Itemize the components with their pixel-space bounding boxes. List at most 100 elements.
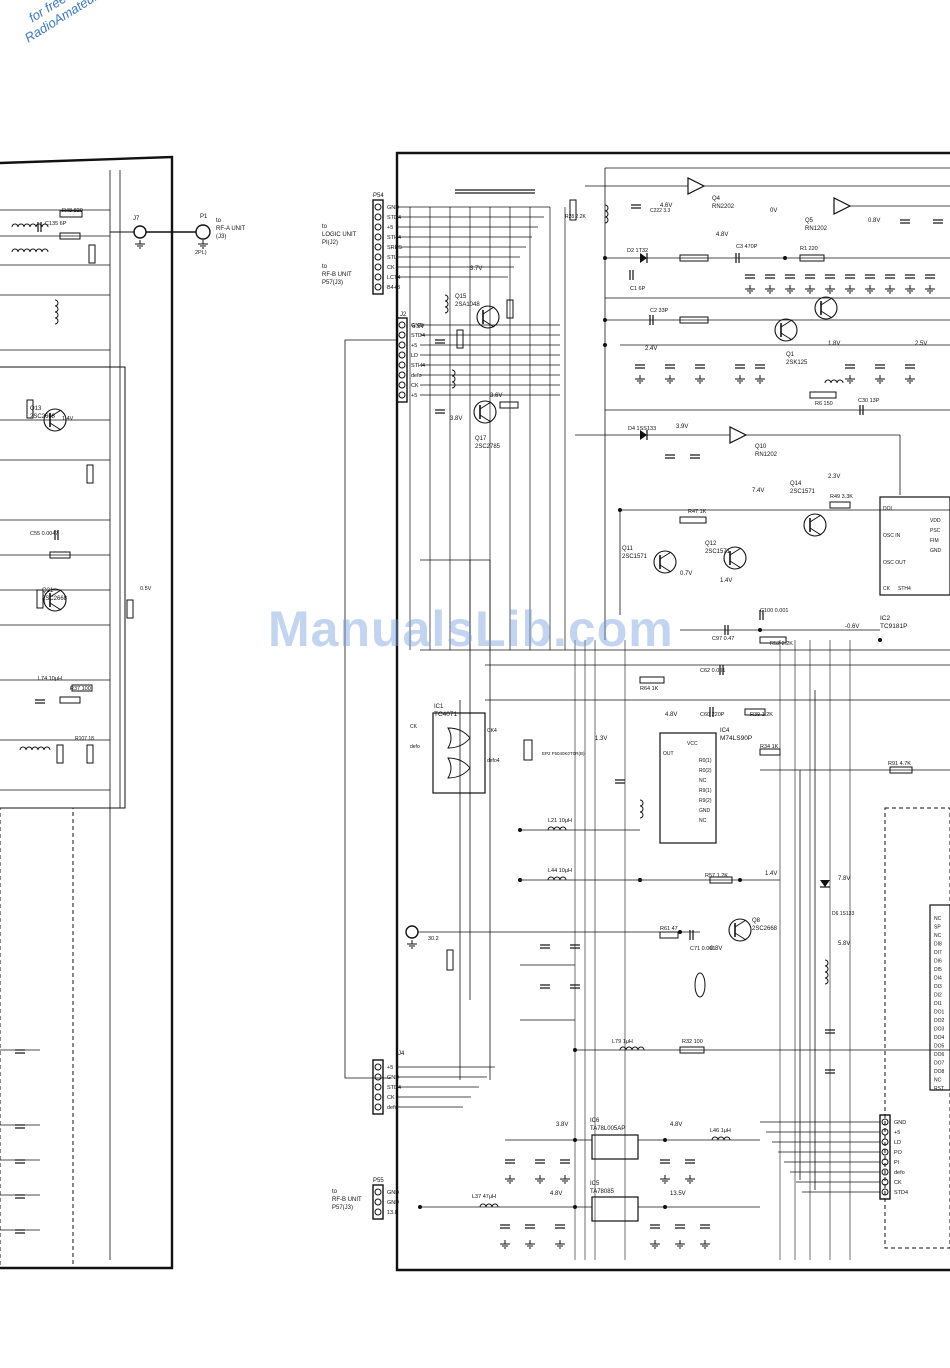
transistor-collector (781, 320, 792, 327)
v-left-2: 0.5V (140, 586, 152, 592)
p54-connector-pin (375, 254, 381, 260)
v-24: 2.4V (645, 346, 657, 352)
v-13: 1.3V (595, 736, 607, 742)
q13-ref: Q13 (30, 406, 42, 412)
D6-diode (820, 880, 830, 887)
v-0: 0V (770, 208, 777, 214)
R108 (87, 745, 93, 763)
j1-connector-pin-label: defo (894, 1170, 905, 1176)
ic1-pin: CK4 (487, 728, 497, 734)
rfa-j3: (J3) (216, 234, 226, 240)
P1-plug (196, 225, 210, 239)
j1-connector-pin-label: CK (894, 1180, 902, 1186)
q5-ref: Q5 (805, 218, 814, 224)
rfb-p57: P57(J3) (322, 280, 343, 286)
p55-connector-pin (375, 1209, 381, 1215)
v-36: 3.6V (490, 393, 502, 399)
transistor-emitter (821, 311, 832, 318)
ic2-pin: OSC IN (883, 533, 901, 539)
j2-connector-pin-label: STD4 (411, 333, 425, 339)
p55-connector-pin-label: GND (387, 1200, 399, 1206)
label-c30: C30 13P (858, 398, 880, 404)
p54-connector-pin-label: SRES (387, 245, 402, 251)
ic4-part: M74LS90P (720, 735, 752, 742)
label-c3: C3 470P (736, 244, 758, 250)
ic2-pin: VDD (930, 518, 941, 524)
right-ic-pin: RST (934, 1086, 944, 1092)
left-subpanel (0, 367, 125, 808)
rfb-unit: RF-B UNIT (322, 272, 352, 278)
q21-ref: Q21 (42, 588, 54, 594)
j4-connector-pin-label: +5 (387, 1065, 393, 1071)
p54-connector-pin-label: CK (387, 265, 395, 271)
p54-ref: P54 (373, 193, 384, 199)
ic1-part: TC4071 (434, 711, 458, 718)
transistor-collector (810, 515, 821, 522)
q15-ref: Q15 (455, 294, 467, 300)
R65 (447, 950, 453, 970)
Q17-transistor (474, 401, 496, 423)
v-39: 3.9V (676, 424, 688, 430)
ic4-pin: NC (699, 818, 707, 824)
q1-ref: Q1 (786, 352, 795, 358)
junction-dot (603, 318, 607, 322)
v-48b: 4.8V (665, 712, 677, 718)
right-ic-pin: DI3 (934, 984, 942, 990)
q10-ref: Q10 (755, 444, 767, 450)
R47 (680, 517, 706, 523)
label-c2: C2 33P (650, 308, 669, 314)
q13-part: 2SC2668 (30, 414, 56, 420)
v-79: 13.5V (670, 1191, 686, 1197)
ic4-pin: NC (699, 778, 707, 784)
v-06: -0.6V (845, 624, 859, 630)
j4-connector-pin-label: STD4 (387, 1085, 401, 1091)
j2-connector-body (397, 318, 407, 402)
j4-connector-pin (375, 1094, 381, 1100)
L74-res (60, 697, 80, 703)
rfa-unit: RF-A UNIT (216, 226, 246, 232)
junction-dot (738, 878, 742, 882)
label-r32: R32 100 (682, 1039, 703, 1045)
j4-connector-pin-label: defo (387, 1105, 398, 1111)
label-l46: L46 1μH (710, 1128, 731, 1134)
Q4-buffer (688, 178, 704, 194)
ic2-ref: IC2 (880, 615, 891, 622)
label-r61: R61 47 (660, 926, 678, 932)
ic2-pin: FIM (930, 538, 939, 544)
junction-dot (518, 878, 522, 882)
q1-part: 2SK125 (786, 360, 808, 366)
p54-connector-pin (375, 274, 381, 280)
label-l37: L37 47μH (472, 1194, 496, 1200)
right-ic-pin: DI8 (934, 942, 942, 948)
ic4-pin: VCC (687, 741, 698, 747)
label-r52: R52 2.2K (770, 641, 793, 647)
junction-dot (678, 930, 682, 934)
v-38: 3.8V (450, 416, 462, 422)
R49 (830, 502, 850, 508)
ic2-pin: STH4 (898, 586, 911, 592)
j4-connector-pin-label: GND (387, 1075, 399, 1081)
junction-dot (573, 1138, 577, 1142)
rfb-to: to (322, 264, 328, 270)
label-r91: R91 4.7K (888, 761, 911, 767)
v-78: 4.8V (670, 1122, 682, 1128)
j1-connector-pin-label: +5 (894, 1130, 900, 1136)
J7-jack (134, 226, 146, 238)
v-38b: 7.8V (838, 876, 850, 882)
p55-connector-pin-label: GND (387, 1190, 399, 1196)
label-l21: L21 10μH (548, 818, 572, 824)
junction-dot (878, 638, 882, 642)
ic1-pin: CK (410, 724, 418, 730)
L2 (825, 380, 843, 383)
j2-connector-pin (399, 372, 405, 378)
right-ic-pin: DO2 (934, 1018, 945, 1024)
manualslib-watermark: ManualsLib.com (268, 600, 674, 658)
j4-connector-pin (375, 1064, 381, 1070)
transistor-collector (660, 552, 671, 559)
D2-diode (640, 253, 647, 263)
R6 (810, 392, 836, 398)
p54-connector-pin (375, 224, 381, 230)
j4-connector-pin-label: CK (387, 1095, 395, 1101)
Q10-buffer (730, 427, 746, 443)
junction-dot (603, 343, 607, 347)
